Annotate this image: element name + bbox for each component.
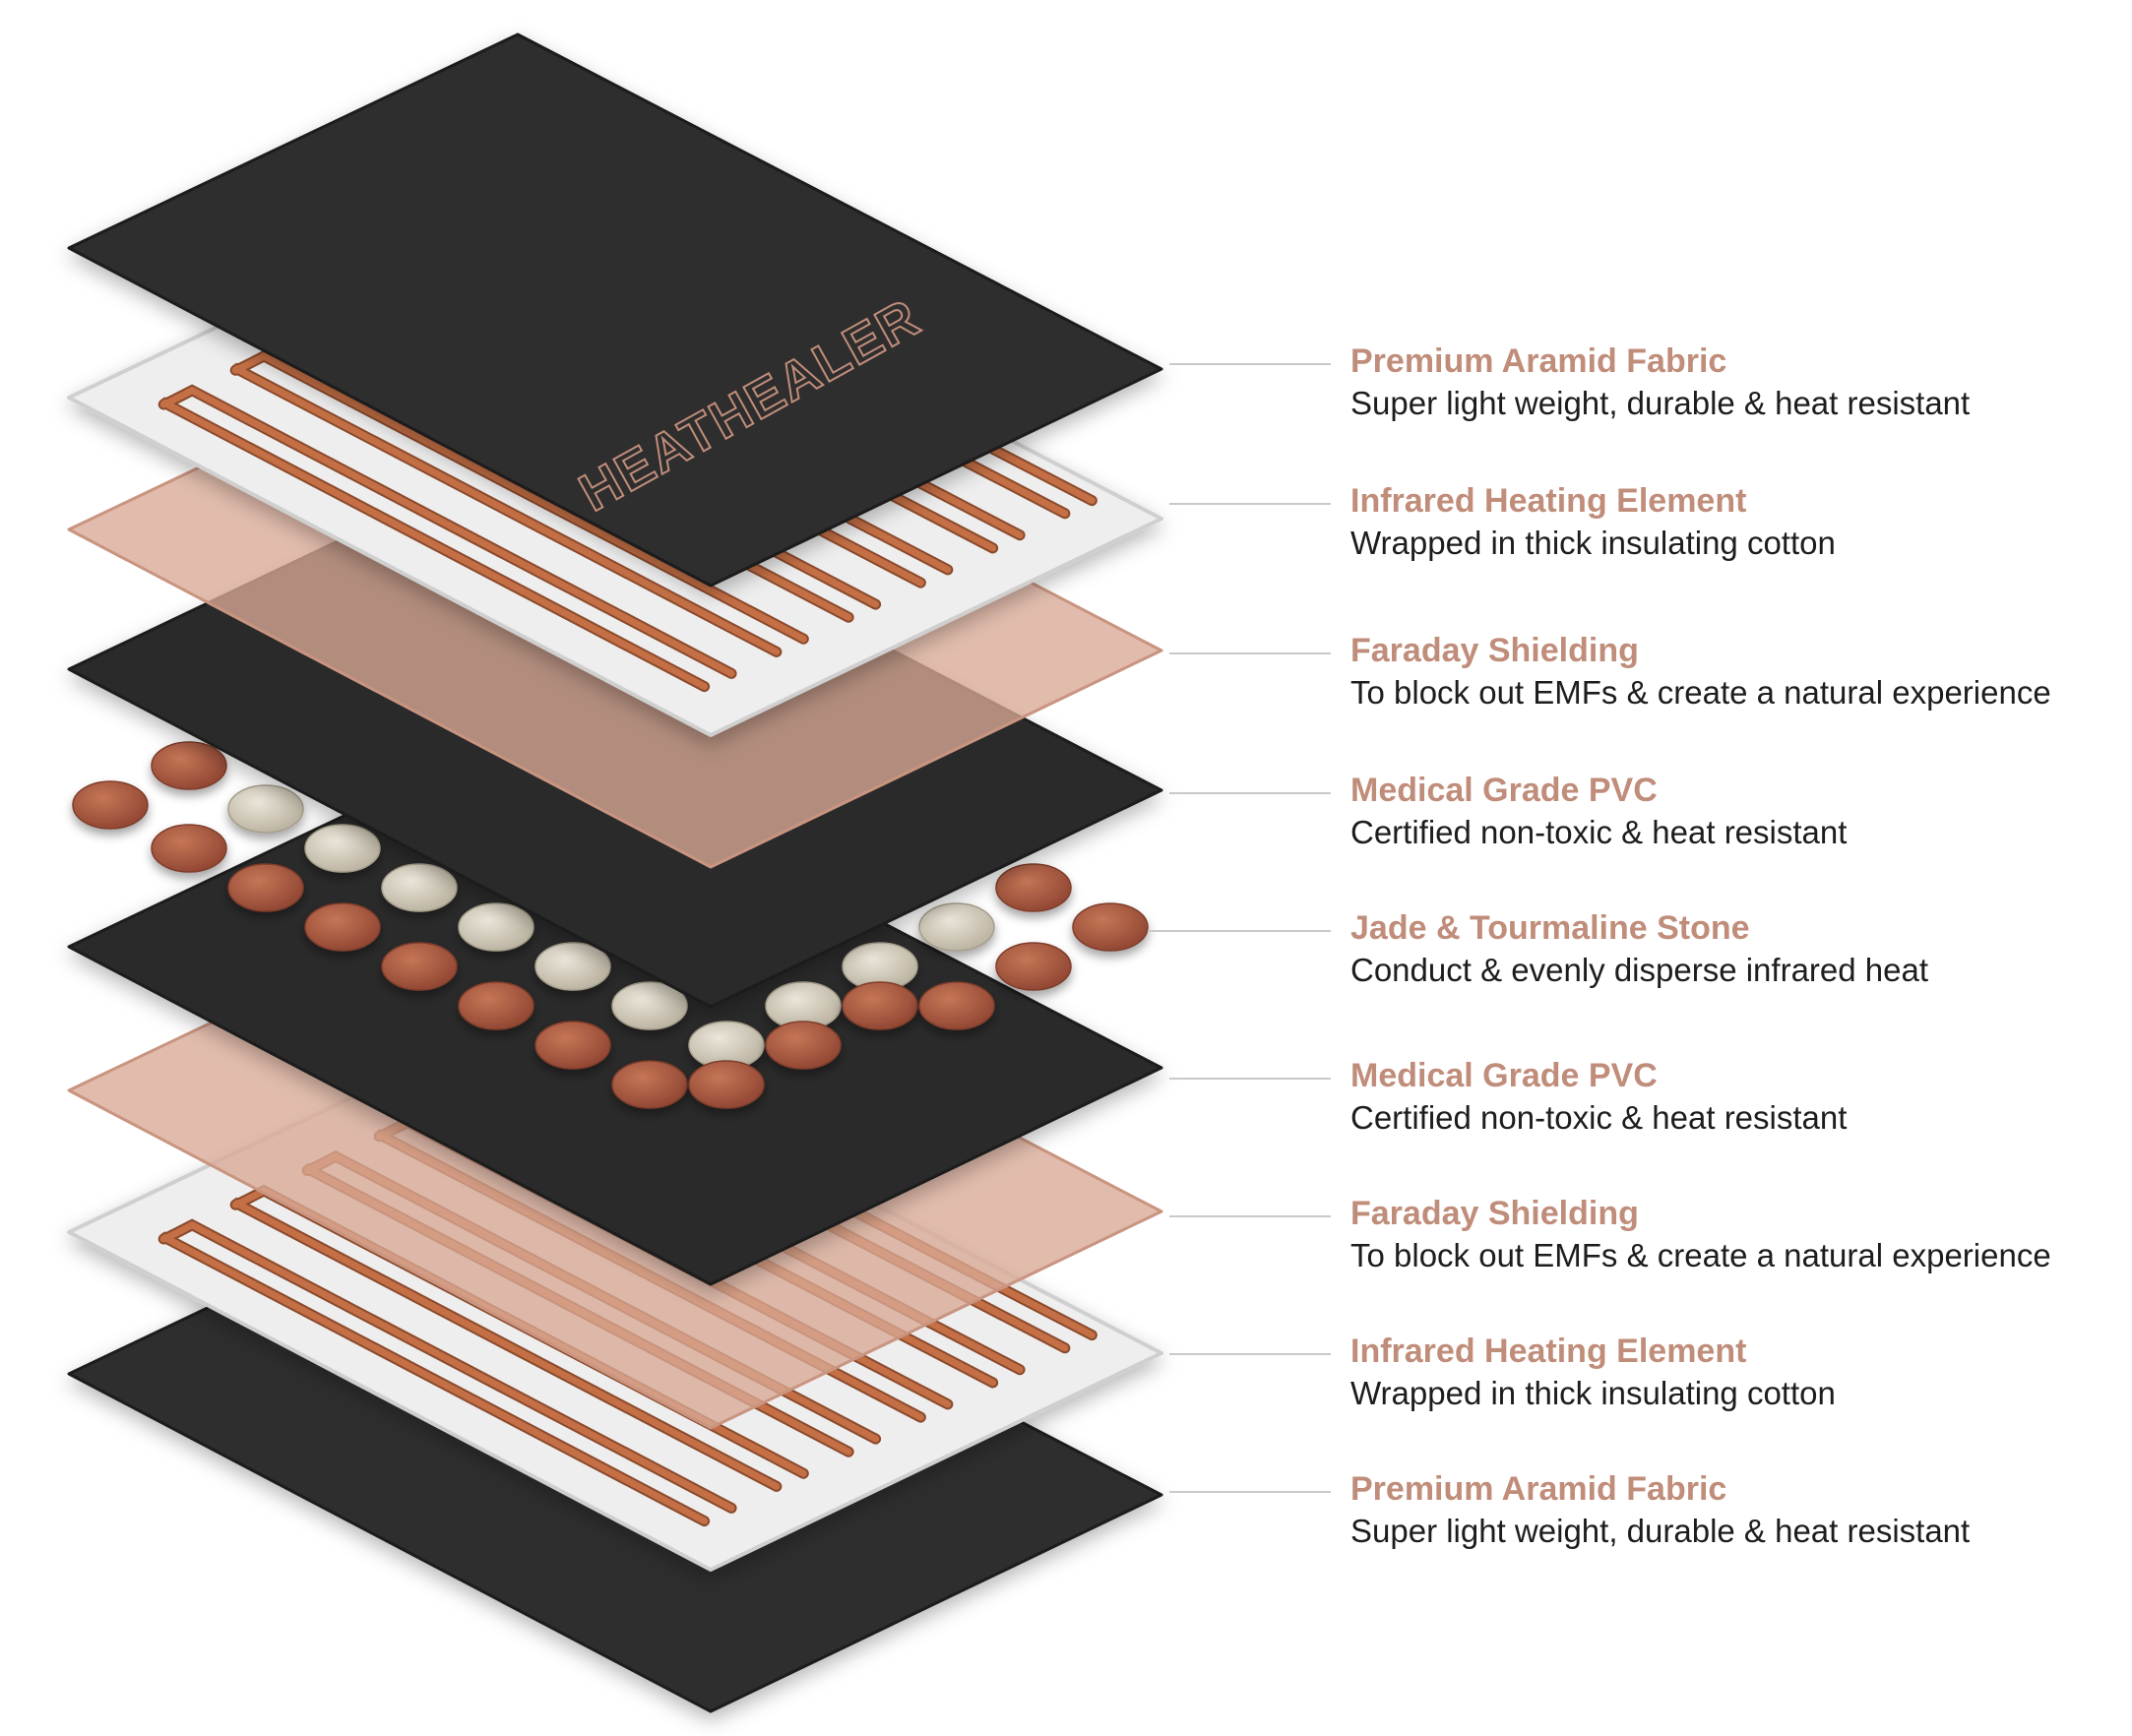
tourmaline-stone	[765, 1021, 842, 1070]
layer-title: Infrared Heating Element	[1350, 1333, 1747, 1370]
tourmaline-stone	[151, 824, 227, 873]
tourmaline-stone	[995, 942, 1072, 991]
tourmaline-stone	[72, 780, 149, 830]
layer-description: Wrapped in thick insulating cotton	[1350, 1375, 1836, 1411]
layer-description: To block out EMFs & create a natural exp…	[1350, 674, 2051, 711]
tourmaline-stone	[381, 942, 458, 991]
layer-description: Certified non-toxic & heat resistant	[1350, 814, 1848, 850]
layer-description: Super light weight, durable & heat resis…	[1350, 1513, 1971, 1549]
tourmaline-stone	[995, 863, 1072, 912]
layer-description: To block out EMFs & create a natural exp…	[1350, 1237, 2051, 1273]
jade-stone	[227, 784, 304, 834]
layer-label: Faraday Shielding To block out EMFs & cre…	[1350, 1193, 2128, 1277]
layer-title: Faraday Shielding	[1350, 632, 1639, 669]
layer-description: Wrapped in thick insulating cotton	[1350, 525, 1836, 561]
tourmaline-stone	[304, 902, 381, 952]
tourmaline-stone	[534, 1021, 611, 1070]
stone-layer	[72, 741, 1149, 1109]
layer-label: Faraday Shielding To block out EMFs & cre…	[1350, 630, 2128, 714]
jade-stone	[611, 981, 688, 1030]
jade-stone	[534, 942, 611, 991]
tourmaline-stone	[688, 1060, 765, 1109]
jade-stone	[918, 902, 995, 952]
layer-title: Jade & Tourmaline Stone	[1350, 909, 1750, 947]
layer-label: Medical Grade PVC Certified non-toxic & h…	[1350, 770, 2128, 854]
tourmaline-stone	[611, 1060, 688, 1109]
jade-stone	[458, 902, 534, 952]
tourmaline-stone	[458, 981, 534, 1030]
layer-description: Conduct & evenly disperse infrared heat	[1350, 952, 1929, 988]
jade-stone	[381, 863, 458, 912]
fabric-sheet-face	[67, 32, 1163, 588]
layer-title: Infrared Heating Element	[1350, 482, 1747, 520]
layer-description: Certified non-toxic & heat resistant	[1350, 1099, 1848, 1136]
top-aramid-fabric-sheet: HEATHEALER	[67, 32, 1163, 588]
layer-title: Medical Grade PVC	[1350, 1057, 1658, 1094]
tourmaline-stone	[918, 981, 995, 1030]
layer-title: Premium Aramid Fabric	[1350, 1470, 1727, 1508]
tourmaline-stone	[151, 741, 227, 790]
jade-stone	[304, 824, 381, 873]
layer-description: Super light weight, durable & heat resis…	[1350, 385, 1971, 421]
layer-title: Medical Grade PVC	[1350, 772, 1658, 809]
tourmaline-stone	[842, 981, 918, 1030]
layer-label: Medical Grade PVC Certified non-toxic & h…	[1350, 1055, 2128, 1140]
layer-title: Faraday Shielding	[1350, 1195, 1639, 1232]
tourmaline-stone	[227, 863, 304, 912]
tourmaline-stone	[1072, 902, 1149, 952]
layer-title: Premium Aramid Fabric	[1350, 342, 1727, 380]
